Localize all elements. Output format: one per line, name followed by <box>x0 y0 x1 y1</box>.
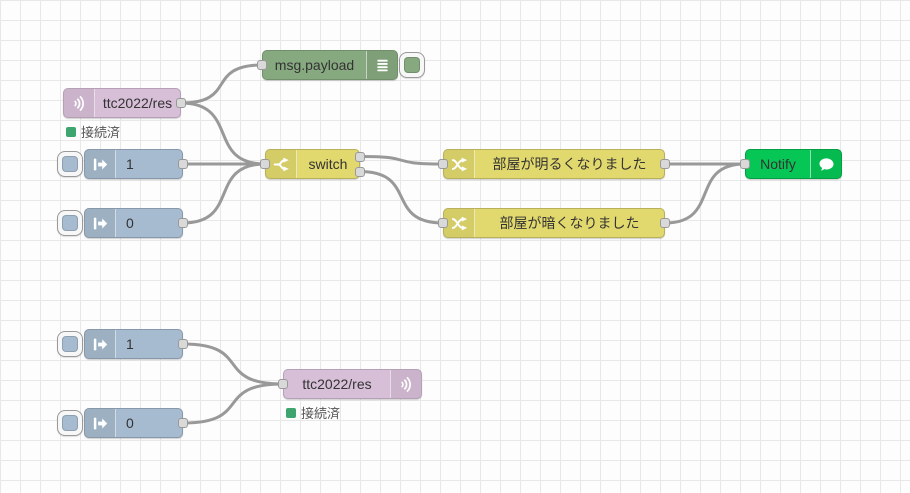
node-mqtt_out1[interactable]: ttc2022/res <box>283 369 422 399</box>
signal-icon <box>390 370 421 398</box>
node-change2[interactable]: 部屋が暗くなりました <box>443 208 665 238</box>
button-inner-square <box>62 215 78 231</box>
node-status: 接続済 <box>66 122 120 141</box>
output-port[interactable] <box>178 418 188 428</box>
input-port[interactable] <box>260 159 270 169</box>
wire[interactable] <box>358 170 445 225</box>
inject-arrow-icon <box>85 409 116 437</box>
debug-list-icon <box>366 51 397 79</box>
input-port[interactable] <box>740 159 750 169</box>
inject-button[interactable] <box>57 410 83 436</box>
wire[interactable] <box>179 63 264 105</box>
node-label: 部屋が明るくなりました <box>492 156 647 172</box>
node-inject_top_1[interactable]: 1 <box>84 149 183 179</box>
status-connected-dot <box>66 126 76 137</box>
node-label: 1 <box>126 156 134 172</box>
output-port[interactable] <box>355 151 365 162</box>
button-inner-square <box>404 57 420 73</box>
wire[interactable] <box>181 342 285 386</box>
signal-icon <box>64 89 95 117</box>
wire[interactable] <box>663 162 747 225</box>
node-inject_bot_1[interactable]: 1 <box>84 329 183 359</box>
inject-arrow-icon <box>85 209 116 237</box>
node-switch1[interactable]: switch <box>265 149 360 179</box>
inject-button[interactable] <box>57 210 83 236</box>
output-port[interactable] <box>176 98 186 108</box>
wire[interactable] <box>358 155 445 166</box>
node-debug1[interactable]: msg.payload <box>262 50 398 80</box>
node-label: ttc2022/res <box>302 376 372 392</box>
button-inner-square <box>62 415 78 431</box>
shuffle-icon <box>444 150 475 178</box>
node-label: 0 <box>126 215 134 231</box>
wire[interactable] <box>179 101 267 166</box>
input-port[interactable] <box>257 60 267 70</box>
output-port[interactable] <box>178 339 188 349</box>
node-label: ttc2022/res <box>102 95 173 111</box>
input-port[interactable] <box>438 159 448 169</box>
output-port[interactable] <box>178 159 188 169</box>
inject-arrow-icon <box>85 330 116 358</box>
button-inner-square <box>62 336 78 352</box>
node-inject_top_0[interactable]: 0 <box>84 208 183 238</box>
switch-fork-icon <box>266 150 297 178</box>
output-port[interactable] <box>660 159 670 169</box>
node-mqtt_in1[interactable]: ttc2022/res <box>63 88 181 118</box>
output-port[interactable] <box>660 218 670 228</box>
input-port[interactable] <box>278 379 288 389</box>
node-label: 1 <box>126 336 134 352</box>
status-text: 接続済 <box>81 125 121 140</box>
inject-arrow-icon <box>85 150 116 178</box>
inject-button[interactable] <box>57 151 83 177</box>
chat-bubble-icon <box>810 150 841 178</box>
output-port[interactable] <box>355 166 365 177</box>
button-inner-square <box>62 156 78 172</box>
wire[interactable] <box>181 382 285 425</box>
wire[interactable] <box>181 162 267 225</box>
node-label: switch <box>308 156 348 172</box>
debug-toggle-button[interactable] <box>399 52 425 78</box>
node-change1[interactable]: 部屋が明るくなりました <box>443 149 665 179</box>
node-notify1[interactable]: Notify <box>745 149 842 179</box>
shuffle-icon <box>444 209 475 237</box>
node-status: 接続済 <box>286 403 340 422</box>
node-label: Notify <box>760 156 796 172</box>
inject-button[interactable] <box>57 331 83 357</box>
status-connected-dot <box>286 407 296 418</box>
node-label: msg.payload <box>274 57 355 73</box>
node-inject_bot_0[interactable]: 0 <box>84 408 183 438</box>
status-text: 接続済 <box>301 406 341 421</box>
input-port[interactable] <box>438 218 448 228</box>
output-port[interactable] <box>178 218 188 228</box>
node-label: 部屋が暗くなりました <box>499 215 640 231</box>
node-label: 0 <box>126 415 134 431</box>
